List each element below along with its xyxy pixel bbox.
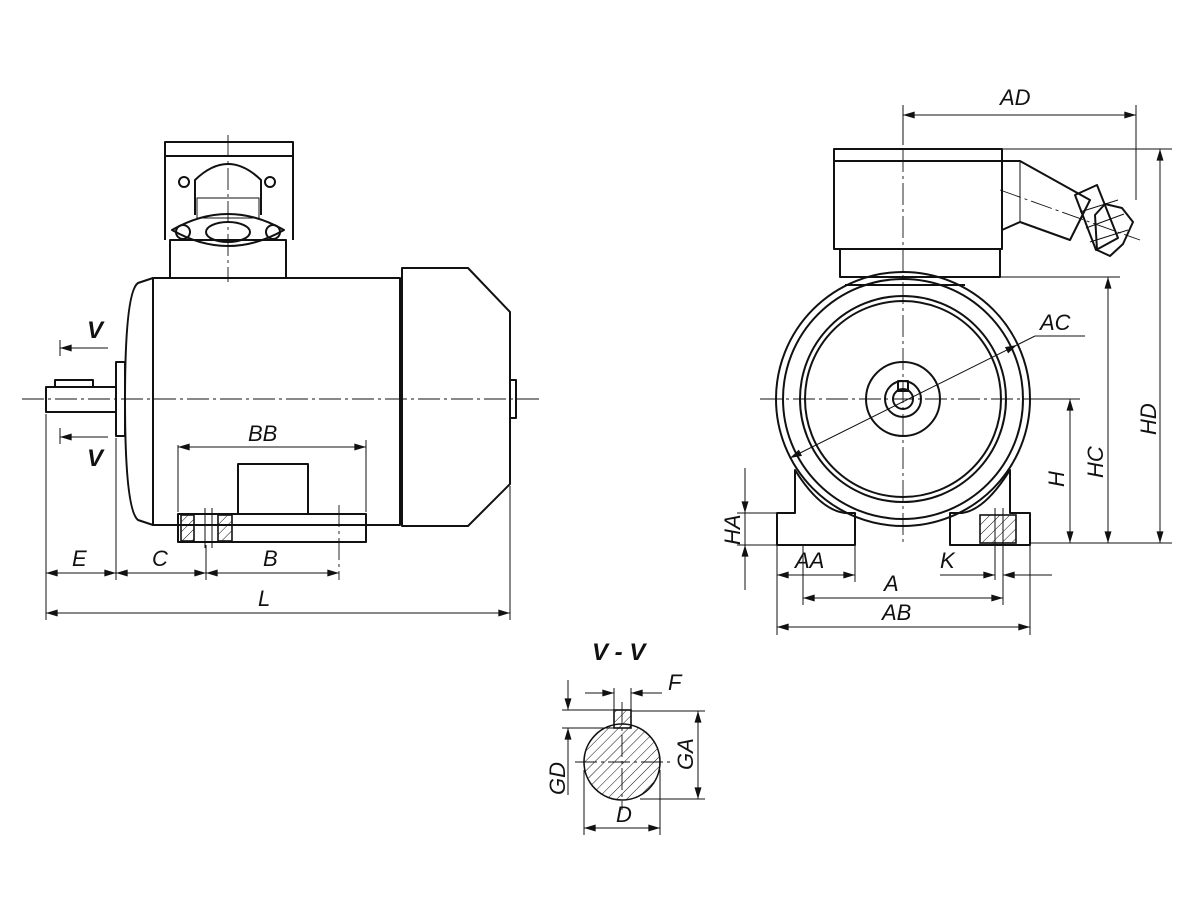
foot-side	[177, 463, 367, 580]
shaft-side	[45, 379, 117, 413]
dim-l-label: L	[258, 586, 270, 611]
terminal-box-front	[833, 148, 1141, 278]
fan-cover-side	[401, 267, 517, 527]
motor-frame-side	[115, 277, 401, 526]
dim-ga-label: GA	[673, 738, 698, 770]
dim-bb-label: BB	[248, 421, 277, 446]
dim-d-label: D	[616, 802, 632, 827]
dim-hd-label: HD	[1136, 403, 1161, 435]
dim-ad-label: AD	[998, 85, 1031, 110]
section-mark-bottom-label: V	[87, 445, 105, 472]
section-title: V - V	[592, 639, 647, 666]
section-mark-top-label: V	[87, 317, 105, 344]
feet-front	[776, 469, 1031, 580]
dim-hc-label: HC	[1083, 446, 1108, 478]
dim-ha-label: HA	[720, 514, 745, 545]
dim-f-label: F	[668, 670, 683, 695]
dim-b-label: B	[263, 546, 278, 571]
dim-k-label: K	[940, 548, 956, 573]
dim-e-label: E	[72, 546, 87, 571]
front-view: AC AD HD HC H HA AA	[720, 85, 1172, 635]
side-view: V V BB E C B L	[22, 135, 540, 620]
section-marks: V V	[59, 317, 108, 472]
dim-gd-label: GD	[545, 762, 570, 795]
dim-aa-label: AA	[793, 548, 824, 573]
terminal-box-side	[164, 141, 294, 279]
dim-h-label: H	[1044, 471, 1069, 487]
section-v-v: V - V F GA GD D	[545, 639, 705, 835]
dim-ab-label: AB	[880, 600, 911, 625]
dim-a-label: A	[882, 571, 899, 596]
dim-c-label: C	[152, 546, 168, 571]
dim-ac-label: AC	[1038, 310, 1071, 335]
